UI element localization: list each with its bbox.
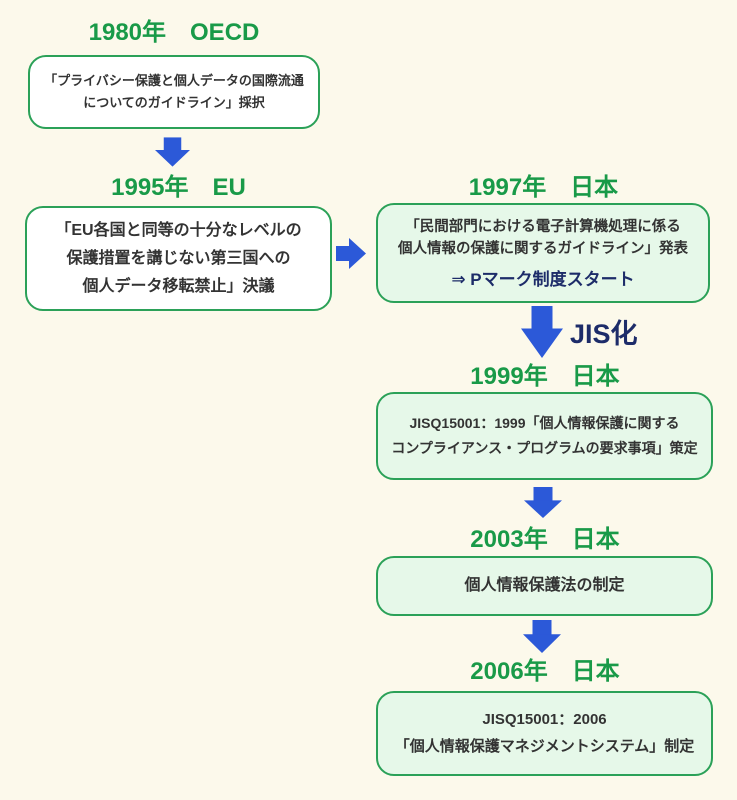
node-heading-2003-japan: 2003年 日本 — [470, 526, 620, 553]
node-heading-2006-japan: 2006年 日本 — [470, 658, 620, 685]
node-box-1999-japan: JISQ15001：1999「個人情報保護に関する コンプライアンス・プログラム… — [376, 392, 713, 480]
node-heading-1995-eu: 1995年 EU — [111, 174, 246, 201]
node-box-2003-japan: 個人情報保護法の制定 — [376, 556, 713, 616]
down-arrow-icon — [524, 487, 562, 518]
node-heading-1999-japan: 1999年 日本 — [470, 363, 620, 390]
node-box-1980-oecd: 「プライバシー保護と個人データの国際流通 についてのガイドライン」採択 — [28, 55, 320, 129]
right-arrow-icon — [336, 238, 366, 269]
node-box-2006-japan: JISQ15001：2006 「個人情報保護マネジメントシステム」制定 — [376, 691, 713, 776]
down-arrow-icon — [521, 306, 563, 358]
jis-label: JIS化 — [570, 319, 638, 349]
pmark-highlight: ⇒ Pマーク制度スタート — [451, 270, 635, 290]
node-body-1980-oecd: 「プライバシー保護と個人データの国際流通 についてのガイドライン」採択 — [44, 72, 304, 110]
node-heading-1980-oecd: 1980年 OECD — [88, 19, 260, 46]
node-body-1995-eu: 「EU各国と同等の十分なレベルの 保護措置を講じない第三国への 個人データ移転禁… — [55, 221, 302, 295]
down-arrow-icon — [155, 137, 190, 167]
node-box-1995-eu: 「EU各国と同等の十分なレベルの 保護措置を講じない第三国への 個人データ移転禁… — [25, 206, 332, 311]
node-heading-1997-japan: 1997年 日本 — [468, 174, 619, 201]
down-arrow-icon — [523, 620, 561, 653]
node-box-1997-japan: 「民間部門における電子計算機処理に係る 個人情報の保護に関するガイドライン」発表… — [376, 203, 710, 303]
node-body-1997-japan: 「民間部門における電子計算機処理に係る 個人情報の保護に関するガイドライン」発表 — [398, 218, 688, 257]
node-body-2003-japan: 個人情報保護法の制定 — [464, 577, 625, 594]
node-body-2006-japan: JISQ15001：2006 「個人情報保護マネジメントシステム」制定 — [394, 711, 695, 755]
node-body-1999-japan: JISQ15001：1999「個人情報保護に関する コンプライアンス・プログラム… — [391, 414, 698, 456]
